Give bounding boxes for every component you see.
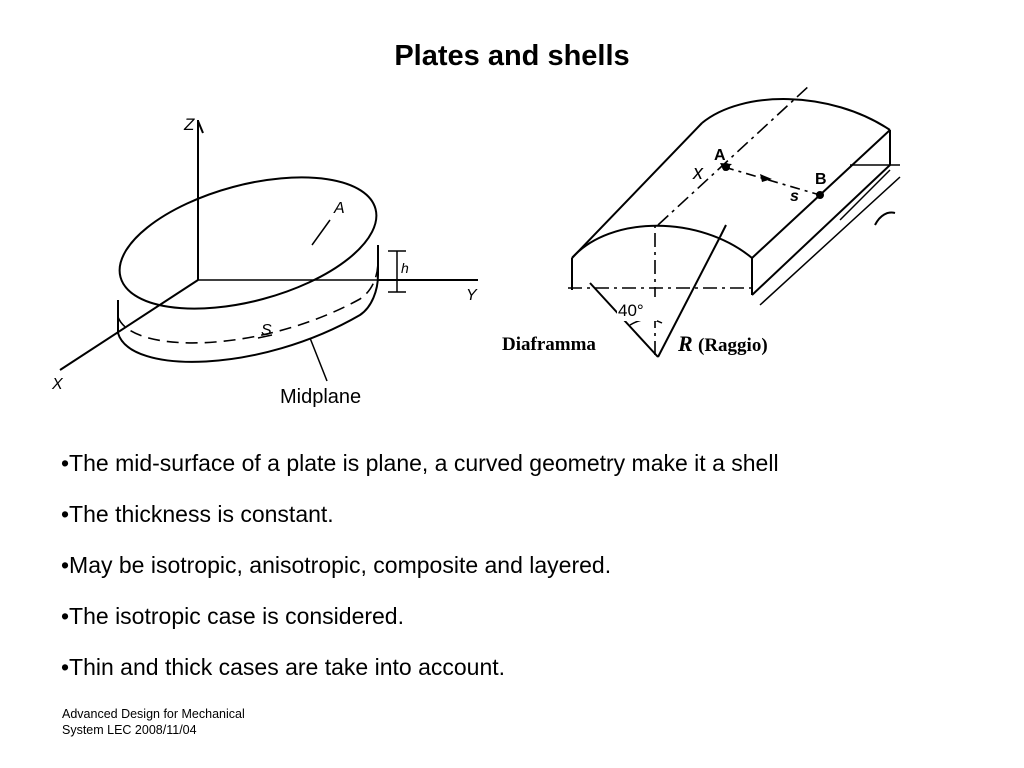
shell-x-label: x bbox=[692, 162, 704, 184]
point-b-label: B bbox=[815, 171, 827, 188]
x-axis-label: X bbox=[51, 376, 64, 393]
diaphragm-label: Diaframma bbox=[502, 334, 596, 355]
y-axis-label: Y bbox=[466, 287, 478, 304]
thickness-label: h bbox=[401, 260, 409, 276]
footer-line-2: System LEC 2008/11/04 bbox=[62, 723, 197, 737]
shell-s-label: s bbox=[790, 188, 799, 205]
plate-diagram: Z Y X A h S Midplane bbox=[51, 115, 478, 408]
bullet-item: •May be isotropic, anisotropic, composit… bbox=[61, 552, 612, 578]
point-a-label: A bbox=[714, 147, 726, 164]
footer: Advanced Design for Mechanical System LE… bbox=[62, 706, 245, 738]
z-axis-label: Z bbox=[183, 115, 195, 134]
angle-label: 40° bbox=[618, 301, 644, 320]
bullet-item: •Thin and thick cases are take into acco… bbox=[61, 654, 506, 680]
shell-diagram: A B x s 40° Diaframma R (Raggio) bbox=[502, 85, 901, 358]
radius-label: (Raggio) bbox=[698, 335, 768, 356]
midsurface-label: S bbox=[261, 322, 272, 339]
bullet-item: •The isotropic case is considered. bbox=[61, 603, 404, 629]
radius-symbol: R bbox=[677, 331, 693, 356]
midplane-caption: Midplane bbox=[280, 386, 361, 408]
slide-title: Plates and shells bbox=[394, 40, 630, 72]
bullet-list: •The mid-surface of a plate is plane, a … bbox=[61, 450, 779, 705]
bullet-item: •The thickness is constant. bbox=[61, 501, 334, 527]
bullet-item: •The mid-surface of a plate is plane, a … bbox=[61, 450, 779, 476]
footer-line-1: Advanced Design for Mechanical bbox=[62, 707, 245, 721]
area-label: A bbox=[333, 200, 345, 217]
